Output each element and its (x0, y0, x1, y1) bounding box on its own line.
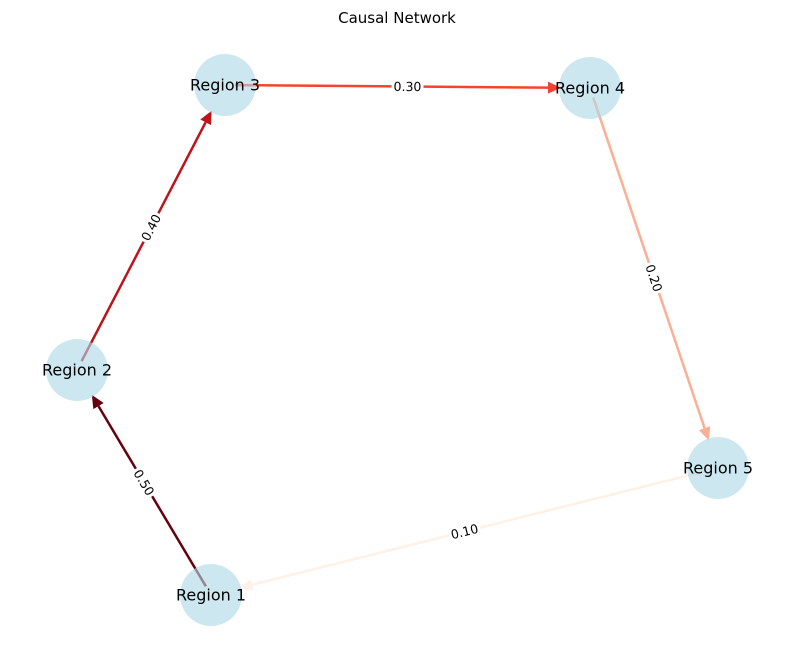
edge-label-r1-r2: 0.50 (128, 464, 160, 501)
node-r1: Region 1 (176, 564, 246, 626)
edge-weight-label: 0.30 (394, 79, 422, 94)
edge-arrowhead (239, 578, 254, 591)
nodes-layer: Region 1 Region 2 Region 3 Region 4 Region 5 (42, 54, 753, 626)
edge-label-background (391, 77, 424, 96)
node-label: Region 2 (42, 361, 112, 380)
node-circle (559, 57, 621, 119)
edge-label-background (446, 518, 483, 545)
node-r5: Region 5 (683, 437, 753, 499)
diagram-title: Causal Network (338, 9, 456, 27)
node-label: Region 3 (190, 76, 260, 95)
edge-label-r5-r1: 0.10 (446, 518, 483, 545)
edge-arrowhead (91, 394, 104, 410)
edge-r3-r4 (234, 81, 562, 94)
edge-arrowhead (698, 426, 711, 441)
edge-label-r4-r5: 0.20 (640, 259, 668, 297)
node-label: Region 4 (555, 79, 625, 98)
edge-weight-label: 0.10 (449, 521, 480, 542)
node-r3: Region 3 (190, 54, 260, 116)
edge-label-r3-r4: 0.30 (391, 77, 424, 96)
node-label: Region 5 (683, 459, 753, 478)
edge-line (234, 83, 549, 89)
node-circle (46, 339, 108, 401)
node-r2: Region 2 (42, 339, 112, 401)
edge-arrowhead (547, 81, 562, 94)
edges-layer (80, 81, 711, 591)
edge-labels-layer: 0.50 0.40 0.30 0.20 0.10 (128, 77, 668, 545)
edge-label-r2-r3: 0.40 (135, 209, 167, 246)
node-circle (194, 54, 256, 116)
edge-label-background (135, 209, 167, 246)
node-label: Region 1 (176, 586, 246, 605)
edge-arrowhead (200, 110, 212, 126)
edge-label-background (128, 464, 160, 501)
node-circle (180, 564, 242, 626)
node-r4: Region 4 (555, 57, 625, 119)
edge-label-background (640, 259, 668, 297)
node-circle (687, 437, 749, 499)
